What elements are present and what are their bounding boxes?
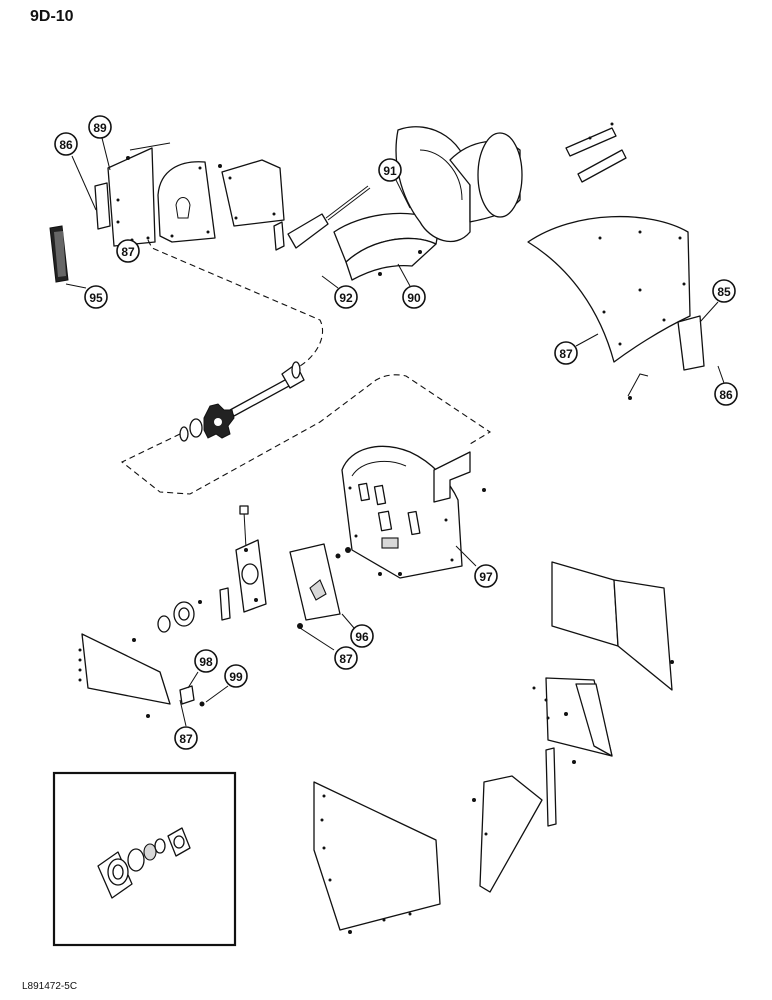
triangular-side-panel (472, 775, 543, 893)
svg-text:85: 85 (717, 285, 731, 299)
inset-detail-box (52, 771, 237, 947)
svg-text:91: 91 (383, 164, 397, 178)
callout-87: 87 (116, 239, 140, 263)
callout-97: 97 (455, 545, 498, 588)
fastener-right (564, 712, 576, 764)
svg-text:87: 87 (559, 347, 573, 361)
side-panel-right-middle (532, 677, 613, 757)
dashed-assembly-guide (120, 239, 492, 495)
callout-96: 96 (341, 613, 374, 648)
svg-text:99: 99 (229, 670, 243, 684)
rear-cover-panel (218, 159, 285, 227)
small-plate-86 (94, 182, 111, 230)
small-plate-85 (677, 315, 705, 371)
angle-bracket-center (433, 451, 486, 503)
latch-hook (627, 373, 649, 400)
bolt (239, 505, 249, 549)
svg-text:97: 97 (479, 570, 493, 584)
svg-text:87: 87 (339, 652, 353, 666)
drive-shaft (229, 361, 305, 417)
rear-housing-panel (341, 445, 463, 579)
callout-89: 89 (88, 115, 112, 171)
angle-bracket-top-right (565, 122, 627, 183)
bearing-plate (235, 539, 267, 613)
callout-91: 91 (378, 158, 411, 209)
lower-trapezoid-panel (313, 781, 441, 934)
svg-text:92: 92 (339, 291, 353, 305)
callout-87: 87 (299, 627, 358, 670)
wear-plate-96 (289, 543, 341, 621)
trough-90 (333, 212, 441, 281)
svg-text:89: 89 (93, 121, 107, 135)
callout-87: 87 (554, 333, 599, 365)
page-reference: 9D-10 (30, 8, 74, 25)
svg-text:98: 98 (199, 655, 213, 669)
svg-text:95: 95 (89, 291, 103, 305)
seal-strip-95 (49, 225, 69, 283)
side-frame-panel (78, 633, 171, 718)
callout-99: 99 (205, 664, 248, 703)
callout-86: 86 (54, 132, 97, 211)
vertical-strip (545, 747, 557, 827)
support-bracket (273, 213, 329, 251)
sprocket (203, 403, 235, 439)
side-panel-right-upper (551, 561, 674, 691)
drawing-code: L891472-5C (22, 981, 78, 992)
svg-text:86: 86 (719, 388, 733, 402)
callout-90: 90 (397, 263, 426, 309)
fasteners-center (297, 547, 351, 629)
tie-rod (325, 185, 371, 221)
callout-85: 85 (699, 279, 736, 323)
callout-87: 87 (174, 699, 198, 750)
svg-text:96: 96 (355, 630, 369, 644)
callout-92: 92 (321, 275, 358, 309)
side-shield-89 (107, 142, 171, 247)
callout-95: 95 (65, 283, 108, 309)
flange-bearing (157, 600, 202, 633)
callout-98: 98 (187, 649, 218, 689)
svg-text:86: 86 (59, 138, 73, 152)
fan-housing-cylinder (395, 126, 523, 243)
housing-side-panel (157, 161, 216, 243)
bearing-collar (179, 418, 203, 442)
svg-text:90: 90 (407, 291, 421, 305)
small-strip (219, 587, 231, 621)
curved-top-cover (527, 215, 691, 363)
callout-86: 86 (714, 365, 738, 406)
spacer-98 (179, 685, 205, 707)
svg-text:87: 87 (179, 732, 193, 746)
svg-text:87: 87 (121, 245, 135, 259)
